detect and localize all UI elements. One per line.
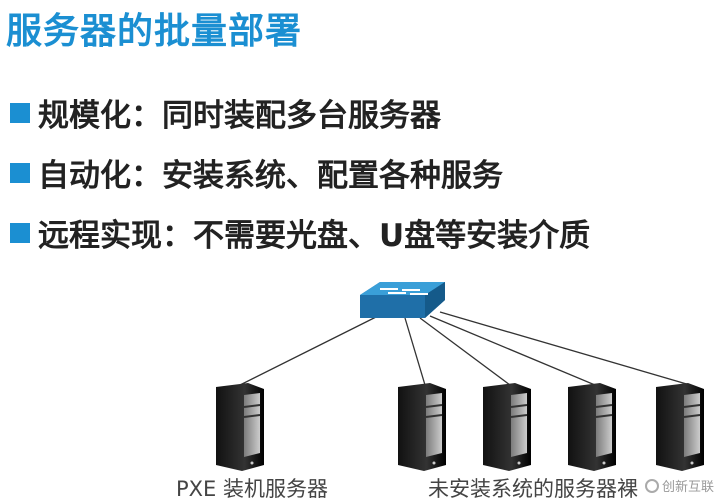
slide-title: 服务器的批量部署 [6,11,303,52]
square-bullet-icon [10,162,30,183]
bullet-item: 远程实现：不需要光盘、U盘等安装介质 [10,210,590,255]
bare-servers-label: 未安装系统的服务器裸 [428,477,638,501]
bullet-item: 自动化：安装系统、配置各种服务 [10,150,503,195]
pxe-server-icon [215,382,265,472]
switch-icon [360,282,445,318]
bullet-text: 自动化：安装系统、配置各种服务 [38,158,503,194]
bullet-text: 规模化：同时装配多台服务器 [38,98,441,134]
connection-lines [239,311,691,386]
watermark-text: 创新互联 [661,480,714,495]
watermark-logo-icon [644,478,659,493]
bare-server-icon [655,382,705,472]
square-bullet-icon [10,102,30,123]
watermark: 创新互联 [641,475,717,496]
square-bullet-icon [10,222,30,243]
bullet-text: 远程实现：不需要光盘、U盘等安装介质 [38,218,591,254]
bare-server-icon [567,382,617,472]
pxe-server-label: PXE 装机服务器 [176,477,328,501]
bare-server-icon [397,382,447,472]
bullet-item: 规模化：同时装配多台服务器 [10,90,441,135]
bare-server-icon [482,382,532,472]
